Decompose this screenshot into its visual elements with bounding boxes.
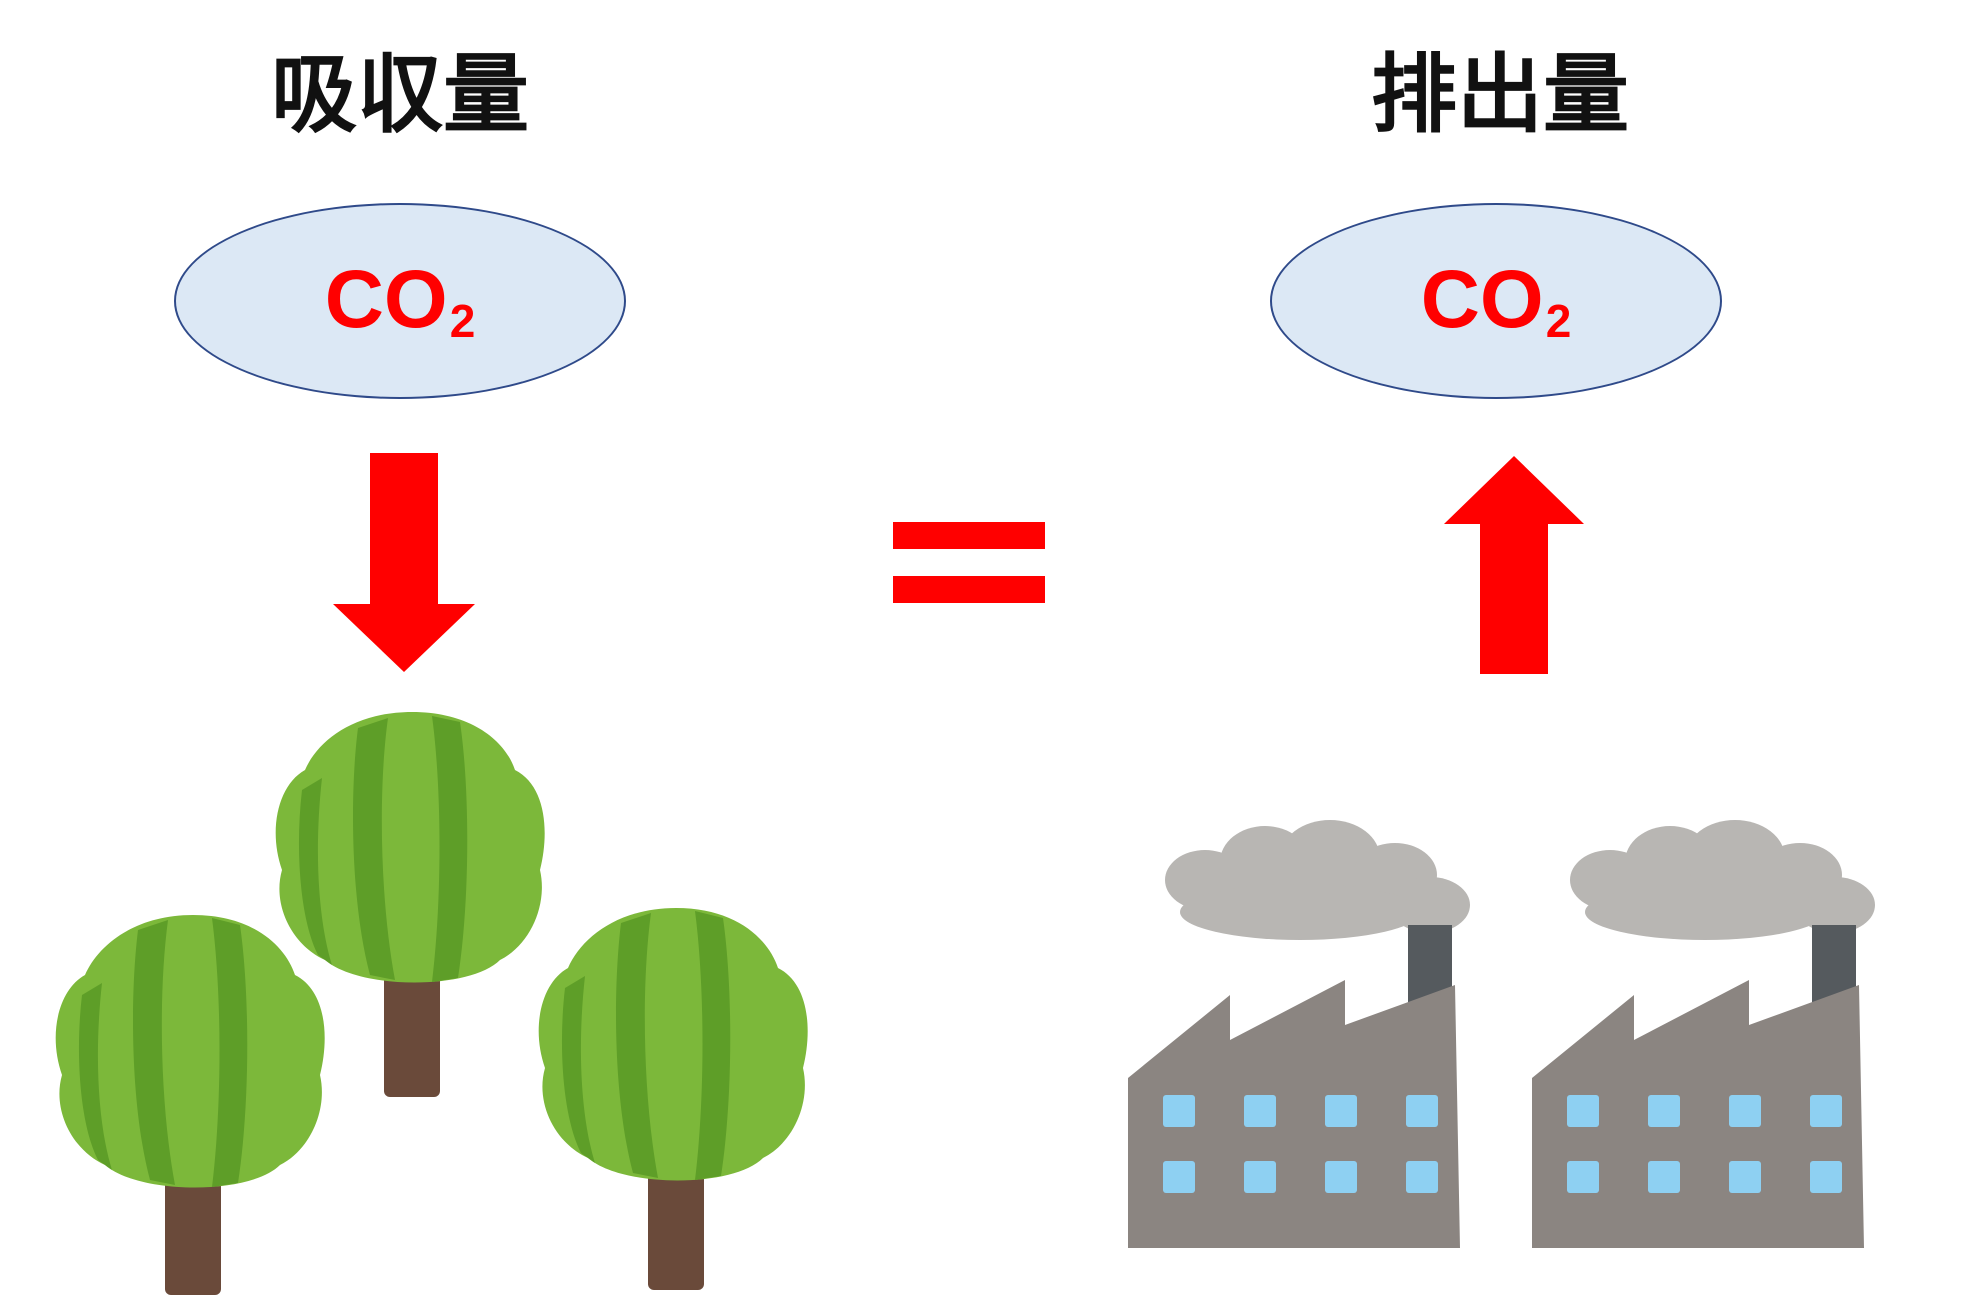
- co2-label-absorption: CO2: [176, 255, 624, 366]
- factory-icon: [1128, 820, 1875, 1248]
- tree-icon: [55, 712, 808, 1295]
- absorption-heading: 吸収量: [271, 45, 529, 145]
- up-arrow-icon: [1444, 456, 1584, 674]
- co2-subscript: 2: [449, 295, 476, 347]
- co2-label-emission: CO2: [1272, 255, 1720, 366]
- co2-subscript: 2: [1545, 295, 1572, 347]
- co2-text: CO: [324, 254, 448, 345]
- equals-sign-icon: [893, 522, 1045, 603]
- co2-bubble-emission: CO2: [1270, 203, 1722, 399]
- smoke-cloud: [1570, 820, 1875, 940]
- down-arrow-icon: [333, 453, 475, 672]
- co2-bubble-absorption: CO2: [174, 203, 626, 399]
- co2-text: CO: [1420, 254, 1544, 345]
- smoke-cloud: [1165, 820, 1470, 940]
- emission-heading: 排出量: [1371, 45, 1629, 145]
